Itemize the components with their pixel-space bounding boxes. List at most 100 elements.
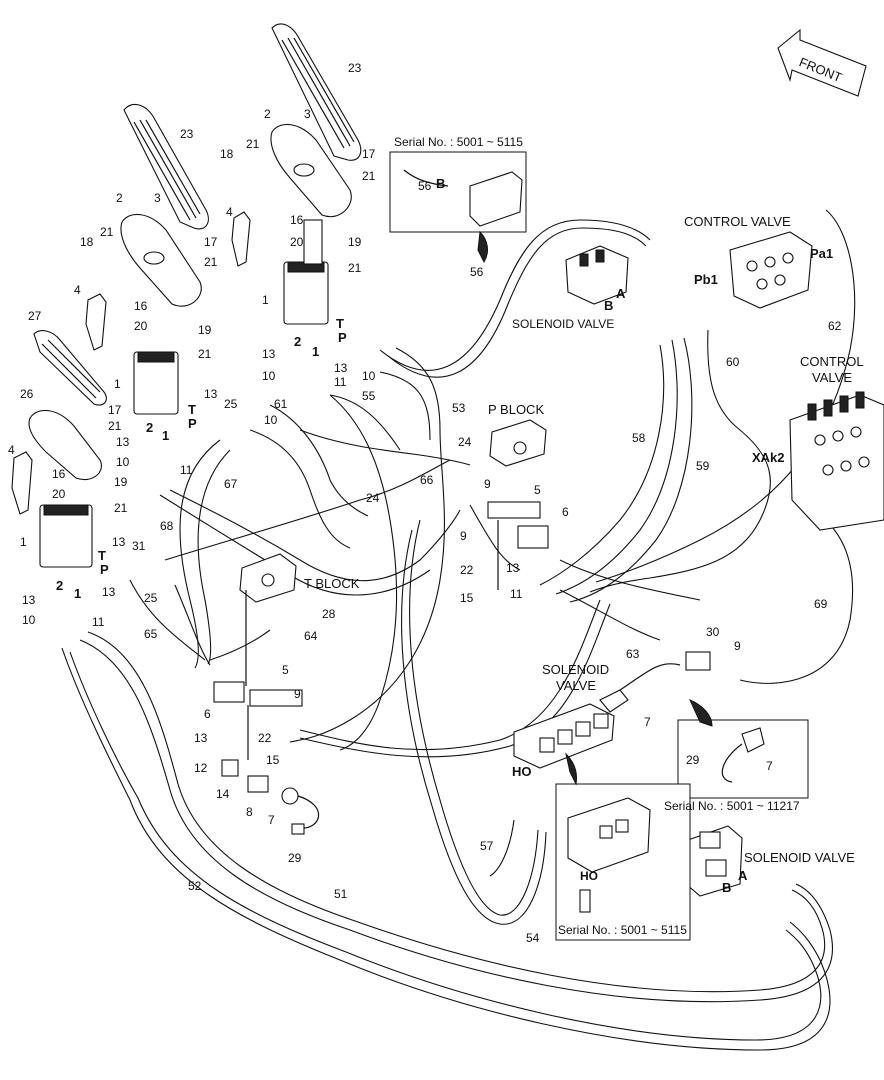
hose-lines xyxy=(61,209,856,1051)
callout: 21 xyxy=(108,419,122,433)
bracket-4a xyxy=(231,211,251,267)
callout: 23 xyxy=(180,127,194,141)
callout: 21 xyxy=(348,261,362,275)
callout: 66 xyxy=(420,473,434,487)
callout: 18 xyxy=(80,235,94,249)
callout: 4 xyxy=(8,443,15,457)
callout: 54 xyxy=(526,931,540,945)
callout: 1 xyxy=(114,377,121,391)
callout: 12 xyxy=(194,761,208,775)
port-pa1: Pa1 xyxy=(810,246,833,261)
port-b-inset: B xyxy=(436,176,445,191)
callout: 18 xyxy=(220,147,234,161)
callout: 2 xyxy=(264,107,271,121)
pedal-top-right xyxy=(270,23,362,325)
callout: 28 xyxy=(322,607,336,621)
pedal-top-left xyxy=(120,103,209,415)
callout: 56 xyxy=(418,179,432,193)
callout: 58 xyxy=(632,431,646,445)
solenoid-valve-top xyxy=(565,245,629,305)
callout: 10 xyxy=(264,413,278,427)
callout: 3 xyxy=(304,107,311,121)
port-b-top: B xyxy=(604,298,613,313)
callout: 19 xyxy=(198,323,212,337)
callout: 3 xyxy=(154,191,161,205)
callout: 29 xyxy=(288,851,302,865)
block-5a xyxy=(487,501,541,519)
callout: 68 xyxy=(160,519,174,533)
fitting-8 xyxy=(247,775,269,793)
callout: 25 xyxy=(224,397,238,411)
label-solenoid-valve-bottom: SOLENOID VALVE xyxy=(744,850,855,865)
callout: 7 xyxy=(766,759,773,773)
block-6a xyxy=(517,525,549,549)
callout: 7 xyxy=(644,715,651,729)
callout: 13 xyxy=(116,435,130,449)
callout: 16 xyxy=(52,467,66,481)
front-arrow: FRONT xyxy=(777,28,867,97)
callout: 22 xyxy=(460,563,474,577)
control-valve-2 xyxy=(789,391,884,531)
callout: 11 xyxy=(180,463,193,477)
callout: 31 xyxy=(132,539,146,553)
port-t2: T xyxy=(188,402,196,417)
serial-bottom: Serial No. : 5001 ~ 5115 xyxy=(558,923,687,937)
inset-serial-right xyxy=(677,719,809,799)
callout: 8 xyxy=(246,805,253,819)
port-b-bottom: B xyxy=(722,880,731,895)
callout: 69 xyxy=(814,597,828,611)
label-p-block: P BLOCK xyxy=(488,402,544,417)
sensor-29 xyxy=(281,787,299,805)
callout: 13 xyxy=(262,347,276,361)
callout: 24 xyxy=(458,435,472,449)
callout: 16 xyxy=(134,299,148,313)
callouts: 23 23 2 3 21 18 17 21 2 3 21 18 17 21 4 … xyxy=(8,61,842,945)
callout: 10 xyxy=(116,455,130,469)
callout: 6 xyxy=(562,505,569,519)
port-n1b: 1 xyxy=(162,428,169,443)
port-n2b: 2 xyxy=(146,420,153,435)
callout: 20 xyxy=(134,319,148,333)
callout: 13 xyxy=(506,561,520,575)
callout: 10 xyxy=(22,613,36,627)
block-5b xyxy=(249,689,303,707)
callout: 21 xyxy=(246,137,260,151)
callout: 61 xyxy=(274,397,288,411)
serial-top: Serial No. : 5001 ~ 5115 xyxy=(394,135,523,149)
callout: 1 xyxy=(262,293,269,307)
callout: 10 xyxy=(362,369,376,383)
callout: 55 xyxy=(362,389,376,403)
callout: 13 xyxy=(22,593,36,607)
callout: 52 xyxy=(188,879,202,893)
sensor-7 xyxy=(599,689,629,713)
callout: 13 xyxy=(204,387,218,401)
callout: 13 xyxy=(194,731,208,745)
callout: 6 xyxy=(204,707,211,721)
callout: 9 xyxy=(734,639,741,653)
port-t3: T xyxy=(98,548,106,563)
callout: 57 xyxy=(480,839,494,853)
callout: 21 xyxy=(198,347,212,361)
label-solenoid-valve-top: SOLENOID VALVE xyxy=(512,317,614,331)
callout: 20 xyxy=(52,487,66,501)
control-valve-1 xyxy=(729,231,813,309)
port-n2: 2 xyxy=(294,334,301,349)
callout: 67 xyxy=(224,477,238,491)
callout: 17 xyxy=(362,147,376,161)
callout: 56 xyxy=(470,265,484,279)
t-block xyxy=(239,553,297,603)
block-30 xyxy=(685,651,711,671)
callout: 53 xyxy=(452,401,466,415)
callout: 9 xyxy=(294,687,301,701)
callout: 16 xyxy=(290,213,304,227)
port-a-top: A xyxy=(616,286,626,301)
callout: 63 xyxy=(626,647,640,661)
callout: 20 xyxy=(290,235,304,249)
port-n2c: 2 xyxy=(56,578,63,593)
bracket-4b xyxy=(85,293,107,351)
callout: 2 xyxy=(116,191,123,205)
callout: 13 xyxy=(334,361,348,375)
callout: 27 xyxy=(28,309,42,323)
callout: 30 xyxy=(706,625,720,639)
callout: 21 xyxy=(362,169,376,183)
